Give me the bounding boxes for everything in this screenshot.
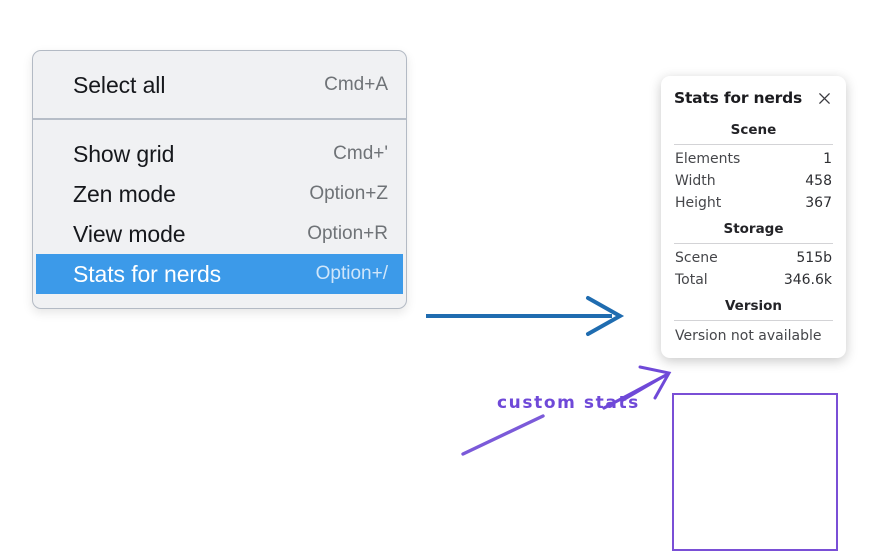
purple-underline-stroke <box>461 414 545 456</box>
section-storage: Storage Scene 515b Total 346.6k <box>661 214 846 291</box>
stat-label: Width <box>675 173 716 189</box>
menu-item-zen-mode[interactable]: Zen mode Option+Z <box>33 174 406 214</box>
panel-header: Stats for nerds <box>661 86 846 115</box>
menu-item-shortcut: Option+R <box>307 223 388 244</box>
stat-label: Height <box>675 195 722 211</box>
section-heading-version: Version <box>724 298 783 314</box>
custom-stats-highlight-box <box>672 393 838 551</box>
menu-group-primary: Select all Cmd+A <box>33 51 406 120</box>
stat-value: 367 <box>805 195 832 211</box>
section-heading-scene: Scene <box>730 122 777 138</box>
menu-item-label: Stats for nerds <box>73 260 222 287</box>
stat-label: Scene <box>675 250 718 266</box>
menu-item-shortcut: Cmd+' <box>333 143 388 164</box>
stat-value: 458 <box>805 173 832 189</box>
stat-label: Total <box>675 272 708 288</box>
stat-row: Total 346.6k <box>672 269 835 291</box>
menu-item-label: Show grid <box>73 140 175 167</box>
stats-for-nerds-panel: Stats for nerds Scene Elements 1 Width 4… <box>661 76 846 551</box>
section-heading-storage: Storage <box>723 221 784 237</box>
menu-item-label: Zen mode <box>73 180 176 207</box>
section-divider <box>674 243 833 244</box>
stat-row: Height 367 <box>672 192 835 214</box>
close-icon[interactable] <box>816 90 833 107</box>
menu-group-view: Show grid Cmd+' Zen mode Option+Z View m… <box>33 120 406 294</box>
menu-item-select-all[interactable]: Select all Cmd+A <box>33 65 406 105</box>
stat-row: Scene 515b <box>672 247 835 269</box>
section-scene: Scene Elements 1 Width 458 Height 367 <box>661 115 846 214</box>
stat-row: Elements 1 <box>672 148 835 170</box>
blue-arrow-icon <box>426 296 625 336</box>
section-divider <box>674 320 833 321</box>
version-text: Version not available <box>675 328 822 344</box>
panel-title: Stats for nerds <box>674 89 803 107</box>
stat-label: Elements <box>675 151 741 167</box>
custom-stats-group: Storage Scene 515b Total 346.6k Version … <box>661 214 846 551</box>
menu-item-stats-for-nerds[interactable]: Stats for nerds Option+/ <box>36 254 403 294</box>
stat-row: Width 458 <box>672 170 835 192</box>
custom-stats-caption: custom stats <box>497 393 640 413</box>
stat-value: 1 <box>823 151 832 167</box>
menu-item-shortcut: Cmd+A <box>324 74 388 95</box>
stat-value: 515b <box>796 250 832 266</box>
menu-item-shortcut: Option+Z <box>309 183 388 204</box>
menu-item-shortcut: Option+/ <box>315 263 388 284</box>
menu-item-view-mode[interactable]: View mode Option+R <box>33 214 406 254</box>
menu-item-show-grid[interactable]: Show grid Cmd+' <box>33 134 406 174</box>
stat-value: 346.6k <box>783 272 832 288</box>
section-divider <box>674 144 833 145</box>
menu-item-label: View mode <box>73 220 186 247</box>
menu-item-label: Select all <box>73 71 166 98</box>
section-version: Version Version not available <box>661 291 846 346</box>
context-menu[interactable]: Select all Cmd+A Show grid Cmd+' Zen mod… <box>32 50 407 309</box>
